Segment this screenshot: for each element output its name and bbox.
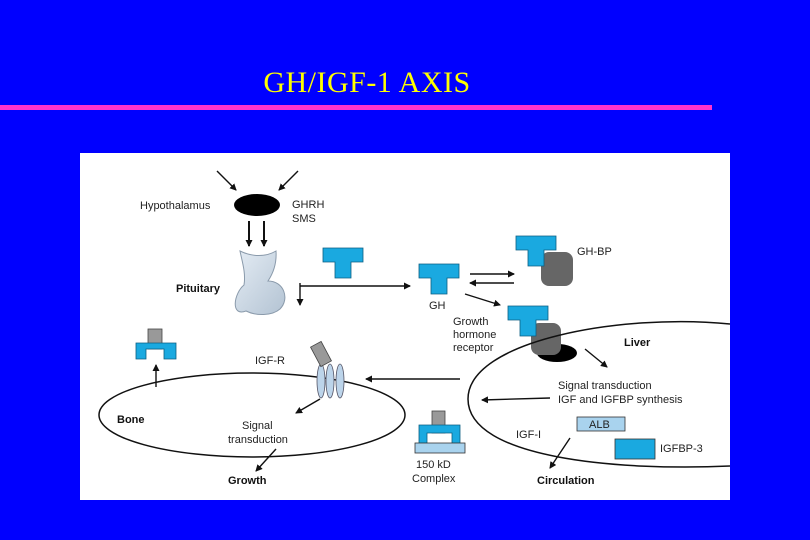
igf-r-helix-3 <box>335 363 345 399</box>
alb-box <box>576 416 626 432</box>
title-rule <box>0 105 712 110</box>
liver-label: Liver <box>624 337 651 349</box>
signal-synthesis-label-2: IGF and IGFBP synthesis <box>558 394 683 406</box>
ghrh-label: GHRH <box>292 199 324 211</box>
synthesis-out-arrow <box>481 396 551 404</box>
growth-label: Growth <box>228 475 267 487</box>
slide-title: GH/IGF-1 AXIS <box>263 66 471 99</box>
gh-bp-label: GH-BP <box>577 246 612 258</box>
to-circulation-arrow <box>549 437 571 469</box>
gh-to-receptor-arrow <box>464 293 501 307</box>
igf-r-helix-1 <box>316 363 326 399</box>
sms-label: SMS <box>292 213 316 225</box>
igf-axis-diagram: Hypothalamus GHRH SMS Pituitary GH GH-BP… <box>98 170 730 487</box>
bone-cell-membrane <box>98 372 406 458</box>
to-growth-arrow <box>255 448 277 472</box>
igf-r-ligand <box>309 340 333 368</box>
bone-label: Bone <box>117 414 145 426</box>
gh-receptor-label-1: Growth <box>453 316 488 328</box>
signal-synthesis-label-1: Signal transduction <box>558 380 652 392</box>
liver-cell-group: Liver Signal transduction IGF and IGFBP … <box>467 320 730 487</box>
liver-cell-membrane <box>467 320 730 468</box>
hypothalamus-label: Hypothalamus <box>140 200 211 212</box>
igf-i-label: IGF-I <box>516 429 541 441</box>
igf-r-label: IGF-R <box>255 355 285 367</box>
hypothalamus-group: Hypothalamus GHRH SMS <box>140 170 324 247</box>
pituitary-label: Pituitary <box>176 283 221 295</box>
gh-label: GH <box>429 300 446 312</box>
bone-cell-group: Bone IGF-R Signal transduction Growth <box>98 328 460 487</box>
complex-alb <box>414 442 466 454</box>
gh-receptor-label-2: hormone <box>453 329 496 341</box>
receptor-to-signal-arrow <box>584 348 608 368</box>
pituitary-gland <box>234 250 286 315</box>
signal-label-1: Signal <box>242 420 273 432</box>
gh-molecule <box>418 263 460 295</box>
igf-r-helix-2 <box>325 363 335 399</box>
gh-bp-group: GH-BP <box>469 235 612 287</box>
gh-molecule-pituitary <box>322 247 364 279</box>
gh-bp-receptor <box>541 252 573 286</box>
complex-label-2: Complex <box>412 473 456 485</box>
hypothalamus-input-arrow-left <box>216 170 237 191</box>
hypothalamus-input-arrow-right <box>278 170 299 191</box>
complex-label-1: 150 kD <box>416 459 451 471</box>
pituitary-group: Pituitary <box>176 250 411 315</box>
igfbp3-box <box>614 438 656 460</box>
igfbp3-label: IGFBP-3 <box>660 443 703 455</box>
hypothalamus-node <box>234 194 280 216</box>
signal-label-2: transduction <box>228 434 288 446</box>
gh-receptor-label-3: receptor <box>453 342 494 354</box>
receptor-to-signal-arrow-bone <box>295 398 321 414</box>
circulation-label: Circulation <box>537 475 595 487</box>
gh-receptor-group: Growth hormone receptor <box>453 293 577 362</box>
complex-group: 150 kD Complex <box>412 410 466 485</box>
alb-label: ALB <box>589 419 610 431</box>
diagram-panel: Hypothalamus GHRH SMS Pituitary GH GH-BP… <box>80 153 730 500</box>
bone-receptor <box>135 342 177 360</box>
